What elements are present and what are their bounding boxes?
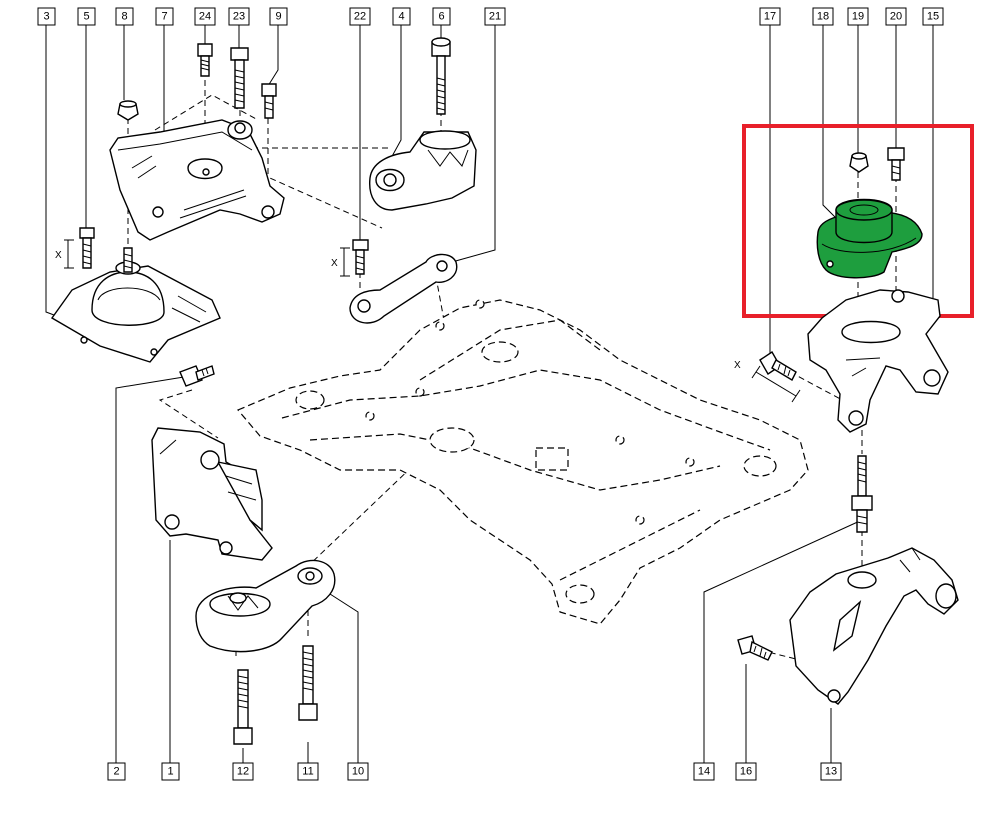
support-plate-7 — [109, 119, 285, 241]
callout-24: 24 — [194, 7, 216, 26]
svg-text:4: 4 — [398, 11, 404, 23]
bolt-23 — [230, 47, 249, 109]
callout-18: 18 — [812, 7, 834, 26]
svg-text:7: 7 — [161, 11, 167, 23]
callout-10: 10 — [347, 762, 369, 781]
torque-mount-4 — [369, 130, 477, 211]
mount-bracket-3 — [50, 261, 221, 363]
svg-text:15: 15 — [927, 11, 939, 23]
svg-text:12: 12 — [237, 766, 249, 778]
callout-8: 8 — [115, 7, 134, 26]
svg-text:19: 19 — [852, 11, 864, 23]
svg-text:X: X — [331, 258, 338, 269]
callout-2: 2 — [107, 762, 126, 781]
dimension-x-left: X — [55, 239, 74, 269]
callout-4: 4 — [392, 7, 411, 26]
subframe — [237, 299, 809, 625]
dimension-x-center: X — [331, 247, 350, 277]
svg-text:3: 3 — [43, 11, 49, 23]
svg-text:1: 1 — [167, 766, 173, 778]
callout-20: 20 — [885, 7, 907, 26]
svg-text:8: 8 — [121, 11, 127, 23]
callout-12: 12 — [232, 762, 254, 781]
dimension-x-right: X — [734, 360, 801, 403]
bolt-16 — [737, 635, 773, 661]
svg-text:2: 2 — [113, 766, 119, 778]
svg-text:16: 16 — [740, 766, 752, 778]
svg-text:13: 13 — [825, 766, 837, 778]
bolt-17 — [759, 351, 797, 381]
callout-21: 21 — [484, 7, 506, 26]
stud-14 — [851, 455, 873, 533]
callout-3: 3 — [37, 7, 56, 26]
bolt-22 — [352, 239, 369, 275]
bolt-5 — [79, 227, 95, 269]
torque-mount-10 — [195, 559, 336, 653]
callout-1: 1 — [161, 762, 180, 781]
svg-text:22: 22 — [354, 11, 366, 23]
callout-17: 17 — [759, 7, 781, 26]
svg-text:21: 21 — [489, 11, 501, 23]
leader-lines — [45, 25, 934, 763]
svg-text:6: 6 — [438, 11, 444, 23]
bolt-20 — [887, 147, 905, 181]
bolt-12 — [233, 669, 253, 745]
bracket-2 — [151, 427, 273, 561]
svg-text:20: 20 — [890, 11, 902, 23]
bracket-15 — [807, 289, 949, 433]
svg-text:23: 23 — [233, 11, 245, 23]
nut-8 — [117, 100, 139, 121]
svg-text:14: 14 — [698, 766, 710, 778]
nut-19 — [849, 152, 869, 173]
callout-22: 22 — [349, 7, 371, 26]
bolt-9 — [261, 83, 277, 119]
svg-text:17: 17 — [764, 11, 776, 23]
callout-11: 11 — [297, 762, 319, 781]
callout-15: 15 — [922, 7, 944, 26]
link-rod-21 — [349, 253, 458, 324]
svg-text:24: 24 — [199, 11, 211, 23]
svg-text:11: 11 — [302, 766, 313, 778]
callout-13: 13 — [820, 762, 842, 781]
callout-23: 23 — [228, 7, 250, 26]
callout-9: 9 — [269, 7, 288, 26]
stud-upper-left — [123, 247, 133, 273]
callout-19: 19 — [847, 7, 869, 26]
svg-text:X: X — [734, 360, 741, 371]
svg-text:5: 5 — [83, 11, 89, 23]
svg-text:X: X — [55, 250, 62, 261]
callout-5: 5 — [77, 7, 96, 26]
callout-16: 16 — [735, 762, 757, 781]
svg-text:9: 9 — [275, 11, 281, 23]
svg-text:18: 18 — [817, 11, 829, 23]
callout-14: 14 — [693, 762, 715, 781]
svg-text:10: 10 — [352, 766, 364, 778]
callout-7: 7 — [155, 7, 174, 26]
mount-18 — [816, 198, 923, 279]
bolt-upper-2 — [179, 365, 215, 387]
bolt-24 — [197, 43, 213, 77]
arm-13 — [789, 547, 959, 705]
callout-6: 6 — [432, 7, 451, 26]
bolt-6 — [431, 37, 451, 115]
bolt-11 — [298, 645, 318, 721]
